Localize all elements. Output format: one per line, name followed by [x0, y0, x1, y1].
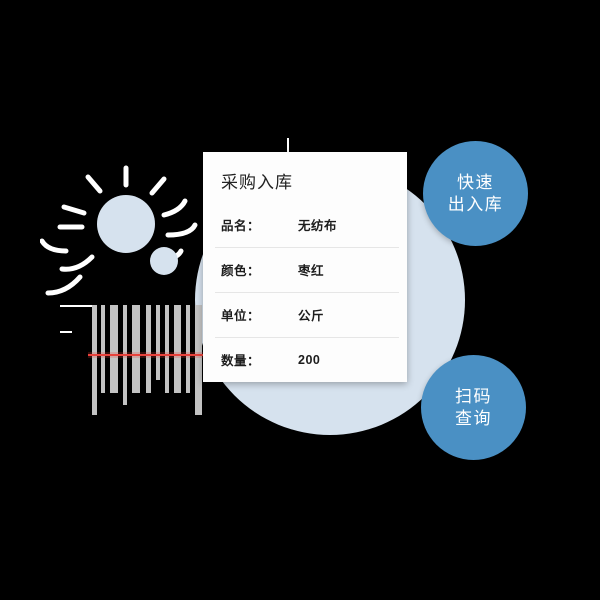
- barcode-bar: [132, 305, 140, 393]
- row-label-quantity: 数量：: [221, 354, 261, 368]
- barcode-bar: [186, 305, 190, 393]
- row-value-color: 枣红: [298, 264, 325, 278]
- scanline: [88, 354, 205, 356]
- row-value-unit: 公斤: [298, 309, 325, 323]
- badge-scan-query[interactable]: 扫码 查询: [421, 355, 526, 460]
- badge-quick-inout-line2: 出入库: [447, 194, 504, 214]
- badge-quick-inout-line1: 快速: [457, 172, 494, 192]
- barcode-bar: [92, 305, 97, 415]
- barcode-bar: [101, 305, 105, 393]
- row-value-quantity: 200: [298, 352, 321, 367]
- barcode-bar: [165, 305, 169, 393]
- barcode-bar: [174, 305, 181, 393]
- leader-tick-left: [60, 305, 94, 307]
- card-rows: 品名： 无纺布 颜色： 枣红 单位： 公斤 数量： 200: [203, 202, 407, 382]
- card-title: 采购入库: [221, 173, 293, 192]
- barcode-bar: [195, 305, 202, 415]
- card-row: 单位： 公斤: [203, 292, 407, 337]
- burst-small-circle: [150, 247, 178, 275]
- card-row: 颜色： 枣红: [203, 247, 407, 292]
- badge-quick-inout[interactable]: 快速 出入库: [423, 141, 528, 246]
- purchase-inbound-card: 采购入库 品名： 无纺布 颜色： 枣红 单位： 公斤 数量： 200: [203, 152, 407, 382]
- barcode-graphic: [92, 305, 210, 415]
- row-label-unit: 单位：: [221, 309, 261, 323]
- badge-scan-query-line1: 扫码: [455, 386, 492, 406]
- barcode-bar: [110, 305, 118, 393]
- row-label-product-name: 品名：: [221, 219, 261, 233]
- barcode-bar: [156, 305, 160, 380]
- barcode-bar: [146, 305, 151, 393]
- leader-tick-left-lower: [60, 331, 72, 333]
- card-row: 数量： 200: [203, 337, 407, 382]
- row-label-color: 颜色：: [221, 264, 261, 278]
- burst-core-circle: [97, 195, 155, 253]
- card-row: 品名： 无纺布: [203, 202, 407, 247]
- scan-burst-graphic: [40, 165, 200, 310]
- row-value-product-name: 无纺布: [298, 219, 338, 233]
- badge-scan-query-line2: 查询: [455, 408, 492, 428]
